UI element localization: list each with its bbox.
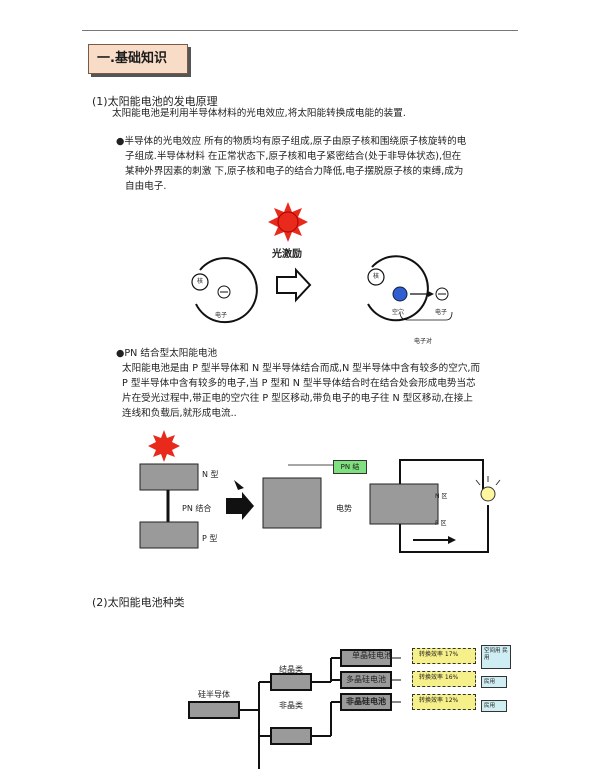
n-type-label: N 型 xyxy=(202,470,219,479)
paragraph-line: ●半导体的光电效应 所有的物质均有原子组成,原子由原子核和围绕原子核旋转的电 xyxy=(116,136,467,147)
heading-principle: (1)太阳能电池的发电原理 xyxy=(92,95,218,108)
electron-label-right: 电子 xyxy=(435,309,448,316)
crystalline-label: 结晶类 xyxy=(279,665,303,674)
arrow-right-icon xyxy=(276,267,312,303)
intro-text: 太阳能电池是利用半导体材料的光电效应,将太阳能转换成电能的装置. xyxy=(112,108,406,119)
heading-types: (2)太阳能电池种类 xyxy=(92,596,185,609)
arrow-right-icon xyxy=(226,492,254,520)
p-type-label: P 型 xyxy=(202,534,218,543)
pn-junction-figure xyxy=(139,430,501,553)
amorphous-cell-label: 非晶硅电池 xyxy=(346,697,386,706)
paragraph-line: 太阳能电池是由 P 型半导体和 N 型半导体结合而成,N 型半导体中含有较多的空… xyxy=(122,363,481,374)
paragraph-line: 连线和负载后,就形成电流.. xyxy=(122,408,237,419)
paragraph-line: 子组成.半导体材料 在正常状态下,原子核和电子紧密结合(处于非导体状态),但在 xyxy=(125,151,462,162)
excite-label: 光激励 xyxy=(272,249,302,260)
paragraph-photoelectric: ●半导体的光电效应 所有的物质均有原子组成,原子由原子核和围绕原子核旋转的电 子… xyxy=(116,134,516,194)
efficiency-amorphous: 转换效率 12% xyxy=(412,694,476,710)
photoelectric-figure xyxy=(191,202,453,324)
paragraph-pn: ●PN 结合型太阳能电池 太阳能电池是由 P 型半导体和 N 型半导体结合而成,… xyxy=(116,346,521,421)
use-mono: 空间用 民用 xyxy=(481,645,511,669)
light-bulb-icon xyxy=(475,476,501,502)
poly-label: 多晶硅电池 xyxy=(346,675,386,684)
electron-pair-label: 电子对 xyxy=(414,338,433,345)
section-title: 一.基础知识 xyxy=(88,44,188,74)
efficiency-poly: 转换效率 16% xyxy=(412,671,476,687)
n-region-label: N 区 xyxy=(435,493,448,500)
paragraph-line: 自由电子. xyxy=(125,181,167,192)
hole-label: 空穴 xyxy=(392,309,405,316)
atom-right-icon xyxy=(367,255,453,322)
efficiency-mono: 转换效率 17% xyxy=(412,648,476,664)
nucleus-label-left: 核 xyxy=(197,278,204,285)
nucleus-label-right: 核 xyxy=(373,273,380,280)
use-poly: 民用 xyxy=(481,676,507,688)
electron-label-left: 电子 xyxy=(215,312,228,319)
pn-tag: PN 结 xyxy=(333,460,367,474)
cell-type-tree xyxy=(188,649,401,769)
paragraph-heading: ●PN 结合型太阳能电池 xyxy=(116,348,218,359)
atom-left-icon xyxy=(191,257,258,324)
paragraph-line: P 型半导体中含有较多的电子,当 P 型和 N 型半导体结合时在结合处会形成电势… xyxy=(122,378,476,389)
mono-label: 单晶硅电池 xyxy=(352,651,392,660)
potential-label: 电势 xyxy=(336,504,352,513)
paragraph-line: 片在受光过程中,带正电的空穴往 P 型区移动,带负电子的电子往 N 型区移动,在… xyxy=(122,393,473,404)
silicon-label: 硅半导体 xyxy=(198,690,230,699)
pn-junction-label: PN 结合 xyxy=(182,504,212,513)
top-rule xyxy=(82,30,518,31)
paragraph-line: 某种外界因素的刺激 下,原子核和电子的结合力降低,电子摆脱原子核的束缚,成为 xyxy=(125,166,464,177)
sun-icon xyxy=(148,430,180,462)
use-amorphous: 民用 xyxy=(481,700,507,712)
amorphous-label: 非晶类 xyxy=(279,701,303,710)
p-region-label: P 区 xyxy=(435,520,447,527)
sun-icon xyxy=(268,202,308,242)
